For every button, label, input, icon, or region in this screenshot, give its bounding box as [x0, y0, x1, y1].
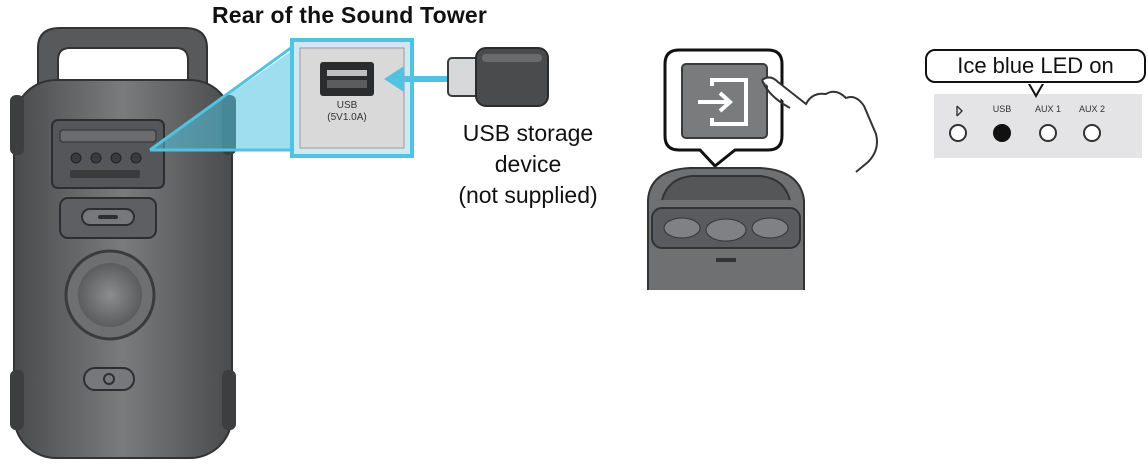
usb-device-line1: USB storage [462, 120, 594, 146]
usb-port-rating: (5V1.0A) [327, 112, 367, 123]
led-label-aux1: AUX 1 [1034, 104, 1061, 114]
source-button-callout [663, 48, 784, 169]
pressing-hand-icon [761, 76, 878, 173]
usb-port-label: USB [336, 100, 358, 111]
sound-tower-rear [10, 27, 236, 459]
led-status-caption: Ice blue LED on [925, 49, 1146, 83]
usb-port [320, 62, 374, 96]
led-label-aux2: AUX 2 [1078, 104, 1105, 114]
led-bluetooth [949, 124, 967, 142]
led-label-usb: USB [992, 104, 1012, 114]
led-panel [934, 80, 1142, 158]
usb-device-line3: (not supplied) [458, 182, 598, 208]
input-source-icon [698, 78, 748, 126]
usb-storage-device [447, 47, 549, 107]
zoom-callout [149, 38, 414, 158]
led-usb [993, 124, 1011, 142]
bluetooth-icon [956, 105, 963, 117]
sound-tower-top [647, 167, 805, 290]
led-aux2 [1083, 124, 1101, 142]
usb-device-caption: USB storage device (not supplied) [408, 118, 648, 211]
led-aux1 [1039, 124, 1057, 142]
rear-of-tower-title: Rear of the Sound Tower [212, 2, 488, 28]
insert-arrow-icon [384, 66, 450, 92]
usb-device-line2: device [494, 151, 562, 177]
